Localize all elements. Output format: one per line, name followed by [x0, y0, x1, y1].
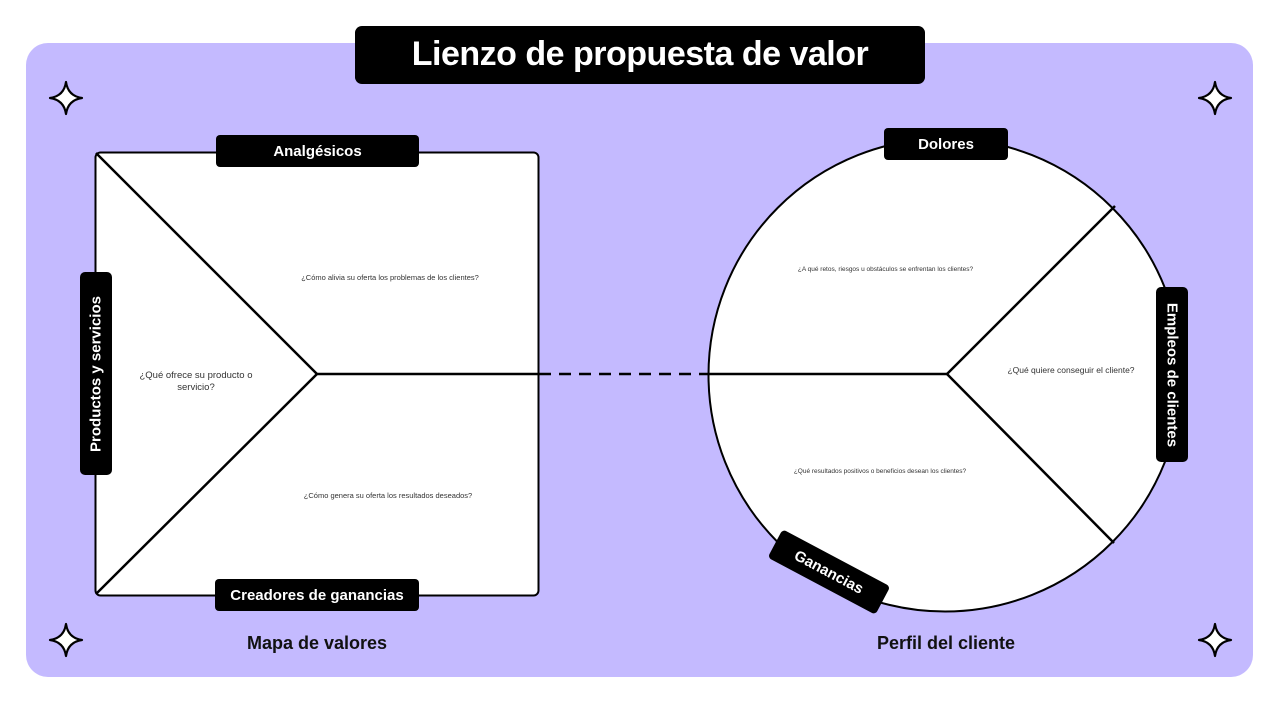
value-map-divider-top [95, 152, 318, 375]
page-title: Lienzo de propuesta de valor [355, 26, 925, 83]
customer-profile-divider-bottom [946, 373, 1115, 544]
label-products-services-text: Productos y servicios [87, 295, 105, 452]
label-pain-relievers: Analgésicos [216, 135, 419, 167]
question-pain-relievers: ¿Cómo alivia su oferta los problemas de … [301, 273, 479, 282]
caption-customer-profile: Perfil del cliente [876, 633, 1016, 653]
sparkle-icon [48, 80, 84, 116]
customer-profile-divider-top [946, 205, 1116, 375]
label-pains: Dolores [884, 128, 1008, 160]
question-pains: ¿A qué retos, riesgos u obstáculos se en… [797, 266, 974, 273]
sparkle-icon [48, 622, 84, 658]
label-products-services: Productos y servicios [80, 272, 112, 475]
question-gain-creators: ¿Cómo genera su oferta los resultados de… [303, 491, 473, 500]
sparkle-icon [1197, 80, 1233, 116]
value-map-divider-bottom [95, 373, 318, 595]
question-products-services: ¿Qué ofrece su producto o servicio? [139, 370, 253, 393]
label-customer-jobs-text: Empleos de clientes [1163, 302, 1181, 447]
question-jobs: ¿Qué quiere conseguir el cliente? [1007, 365, 1135, 375]
sparkle-icon [1197, 622, 1233, 658]
caption-value-map: Mapa de valores [246, 633, 388, 653]
question-gains: ¿Qué resultados positivos o beneficios d… [793, 468, 967, 475]
label-customer-jobs: Empleos de clientes [1156, 287, 1188, 462]
label-gain-creators: Creadores de ganancias [215, 579, 419, 611]
